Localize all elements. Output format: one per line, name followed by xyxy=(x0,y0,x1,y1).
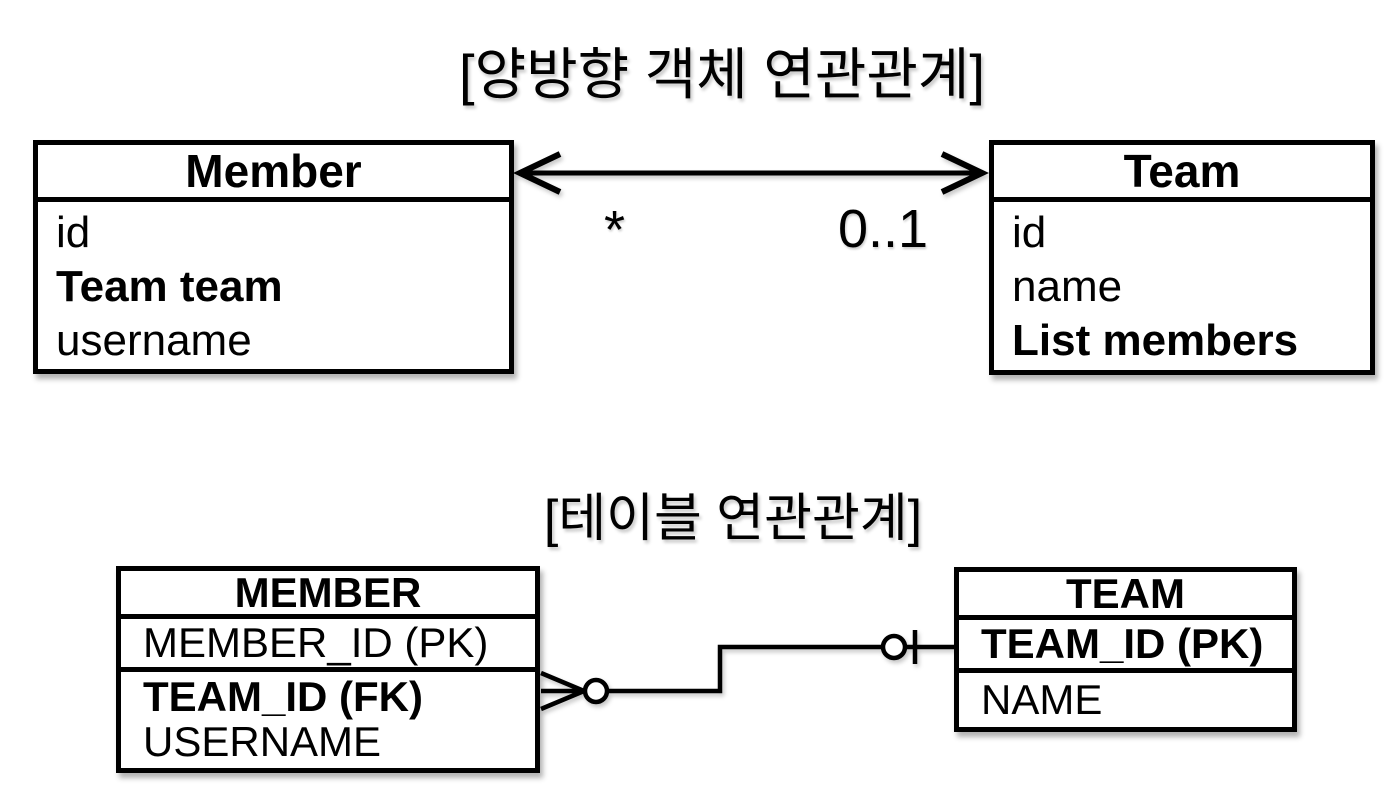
team-field-list-members: List members xyxy=(1012,316,1299,365)
bidirectional-association-arrow xyxy=(513,151,989,195)
multiplicity-many-label: * xyxy=(604,200,626,260)
member-table-rows: TEAM_ID (FK) USERNAME xyxy=(121,672,535,764)
crows-foot-many-icon xyxy=(540,670,585,712)
member-table-username-row: USERNAME xyxy=(143,718,382,765)
member-class-name: Member xyxy=(38,145,509,202)
member-field-id: id xyxy=(56,208,91,257)
team-field-name: name xyxy=(1012,262,1123,311)
team-class-fields: id name List members xyxy=(994,202,1370,368)
team-field-id: id xyxy=(1012,208,1047,257)
member-field-username: username xyxy=(56,316,252,365)
fk-relationship-connector xyxy=(540,630,954,712)
member-table-fk-row: TEAM_ID (FK) xyxy=(143,673,423,720)
team-table-box: TEAM TEAM_ID (PK) NAME xyxy=(954,567,1297,732)
object-association-title: [양방향 객체 연관관계] xyxy=(459,43,985,106)
optional-circle-team-icon xyxy=(880,633,908,661)
team-table-rows: NAME xyxy=(959,673,1292,724)
member-class-box: Member id Team team username xyxy=(33,140,514,374)
table-association-title: [테이블 연관관계] xyxy=(543,490,923,548)
arrow-head-left-icon xyxy=(513,151,562,195)
arrow-head-right-icon xyxy=(940,151,989,195)
member-table-box: MEMBER MEMBER_ID (PK) TEAM_ID (FK) USERN… xyxy=(116,566,540,773)
optional-circle-member-icon xyxy=(582,677,610,705)
connector-step-line xyxy=(607,644,883,694)
member-field-team: Team team xyxy=(56,262,283,311)
multiplicity-zero-or-one-label: 0..1 xyxy=(838,199,929,259)
team-table-name: TEAM xyxy=(959,570,1292,620)
member-table-pk-row: MEMBER_ID (PK) xyxy=(121,619,535,672)
member-class-fields: id Team team username xyxy=(38,202,509,368)
member-table-name: MEMBER xyxy=(121,569,535,619)
team-table-name-row: NAME xyxy=(981,676,1103,723)
team-class-name: Team xyxy=(994,145,1370,202)
team-table-pk-row: TEAM_ID (PK) xyxy=(959,620,1292,673)
team-class-box: Team id name List members xyxy=(989,140,1375,375)
